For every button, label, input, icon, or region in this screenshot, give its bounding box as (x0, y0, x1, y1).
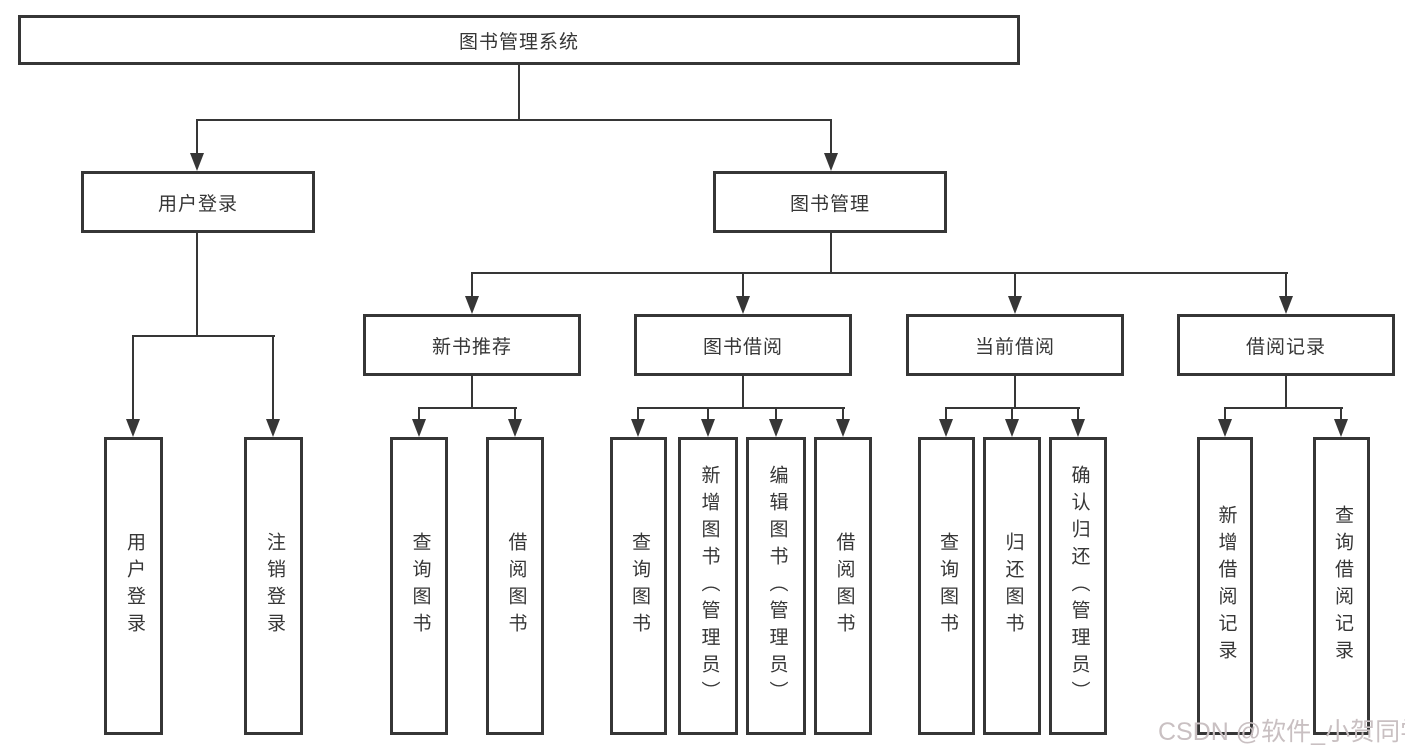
edge-to-new-book-recommend (471, 272, 473, 298)
arrow-down-icon (701, 419, 715, 437)
leaf-edit-book-admin: 编辑图书（管理员） (746, 437, 806, 735)
arrow-down-icon (465, 296, 479, 314)
arrow-down-icon (126, 419, 140, 437)
edge-book-borrow-stem (742, 376, 744, 407)
edge-to-leaf (1011, 407, 1013, 421)
edge-to-leaf-user-login (132, 335, 134, 421)
arrow-down-icon (412, 419, 426, 437)
edge-new-book-recommend-stem (471, 376, 473, 407)
arrow-down-icon (836, 419, 850, 437)
edge-to-borrow-records (1285, 272, 1287, 298)
edge-to-leaf-logout (272, 335, 274, 421)
leaf-add-borrow-record-label: 新增借阅记录 (1215, 505, 1237, 667)
node-book-borrow: 图书借阅 (634, 314, 852, 376)
arrow-down-icon (736, 296, 750, 314)
edge-to-leaf (775, 407, 777, 421)
leaf-add-book-admin: 新增图书（管理员） (678, 437, 738, 735)
edge-to-leaf (1340, 407, 1342, 421)
edge-to-leaf (514, 407, 516, 421)
edge-user-login-split (132, 335, 275, 337)
leaf-edit-book-admin-label: 编辑图书（管理员） (766, 464, 788, 708)
edge-borrow-records-split (1224, 407, 1343, 409)
node-book-borrow-label: 图书借阅 (702, 336, 783, 358)
arrow-down-icon (508, 419, 522, 437)
leaf-query-books-recommend-label: 查询图书 (409, 532, 431, 640)
leaf-add-borrow-record: 新增借阅记录 (1197, 437, 1253, 735)
leaf-query-books-current: 查询图书 (918, 437, 975, 735)
edge-current-borrow-stem (1014, 376, 1016, 407)
arrow-down-icon (1279, 296, 1293, 314)
edge-book-management-stem (830, 233, 832, 272)
arrow-down-icon (824, 153, 838, 171)
edge-to-book-management (830, 119, 832, 155)
node-library-system: 图书管理系统 (18, 15, 1020, 65)
leaf-logout: 注销登录 (244, 437, 303, 735)
node-book-management: 图书管理 (713, 171, 947, 233)
edge-borrow-records-stem (1285, 376, 1287, 407)
leaf-borrow-books-recommend: 借阅图书 (486, 437, 544, 735)
csdn-watermark: CSDN @软件_小贺同学 (1158, 718, 1405, 746)
edge-to-leaf (842, 407, 844, 421)
arrow-down-icon (1218, 419, 1232, 437)
node-user-login-label: 用户登录 (157, 193, 238, 215)
edge-root-split (196, 119, 832, 121)
edge-user-login-stem (196, 233, 198, 335)
leaf-query-books-borrow: 查询图书 (610, 437, 667, 735)
edge-to-leaf (1224, 407, 1226, 421)
node-book-management-label: 图书管理 (789, 193, 870, 215)
leaf-logout-label: 注销登录 (263, 532, 285, 640)
arrow-down-icon (1334, 419, 1348, 437)
leaf-query-borrow-record: 查询借阅记录 (1313, 437, 1370, 735)
edge-to-leaf (945, 407, 947, 421)
arrow-down-icon (1008, 296, 1022, 314)
leaf-query-books-current-label: 查询图书 (936, 532, 958, 640)
arrow-down-icon (939, 419, 953, 437)
leaf-user-login-label: 用户登录 (123, 532, 145, 640)
edge-to-leaf (1077, 407, 1079, 421)
leaf-return-book: 归还图书 (983, 437, 1041, 735)
edge-book-borrow-split (637, 407, 845, 409)
arrow-down-icon (190, 153, 204, 171)
edge-to-book-borrow (742, 272, 744, 298)
leaf-return-book-label: 归还图书 (1002, 532, 1024, 640)
arrow-down-icon (769, 419, 783, 437)
leaf-user-login: 用户登录 (104, 437, 163, 735)
node-current-borrow: 当前借阅 (906, 314, 1124, 376)
node-new-book-recommend: 新书推荐 (363, 314, 581, 376)
leaf-borrow-books-label: 借阅图书 (833, 532, 855, 640)
leaf-query-books-recommend: 查询图书 (390, 437, 448, 735)
arrow-down-icon (1005, 419, 1019, 437)
leaf-add-book-admin-label: 新增图书（管理员） (698, 464, 720, 708)
edge-book-management-split (471, 272, 1288, 274)
leaf-confirm-return-admin-label: 确认归还（管理员） (1068, 464, 1090, 708)
edge-root-stem (518, 65, 520, 119)
edge-to-leaf (418, 407, 420, 421)
edge-to-current-borrow (1014, 272, 1016, 298)
edge-to-user-login (196, 119, 198, 155)
leaf-borrow-books-recommend-label: 借阅图书 (505, 532, 527, 640)
node-library-system-label: 图书管理系统 (458, 31, 579, 53)
node-borrow-records: 借阅记录 (1177, 314, 1395, 376)
arrow-down-icon (631, 419, 645, 437)
node-current-borrow-label: 当前借阅 (974, 336, 1055, 358)
arrow-down-icon (1071, 419, 1085, 437)
leaf-query-books-borrow-label: 查询图书 (628, 532, 650, 640)
arrow-down-icon (266, 419, 280, 437)
leaf-query-borrow-record-label: 查询借阅记录 (1331, 505, 1353, 667)
edge-to-leaf (637, 407, 639, 421)
node-borrow-records-label: 借阅记录 (1245, 336, 1326, 358)
node-new-book-recommend-label: 新书推荐 (431, 336, 512, 358)
leaf-borrow-books: 借阅图书 (814, 437, 872, 735)
edge-new-book-recommend-split (418, 407, 517, 409)
node-user-login: 用户登录 (81, 171, 315, 233)
edge-to-leaf (707, 407, 709, 421)
leaf-confirm-return-admin: 确认归还（管理员） (1049, 437, 1107, 735)
